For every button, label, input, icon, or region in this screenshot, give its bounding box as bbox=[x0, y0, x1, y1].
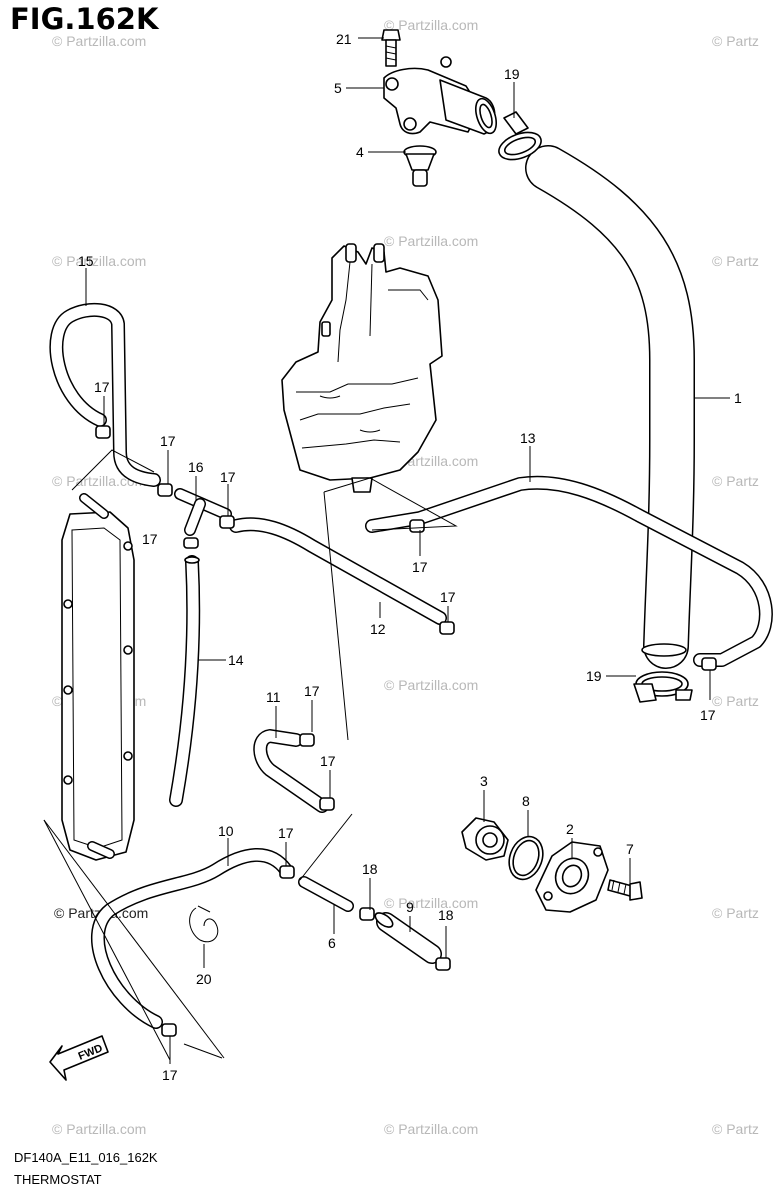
part-8-o-ring[interactable] bbox=[503, 832, 548, 884]
callout-17[interactable]: 17 bbox=[412, 559, 428, 575]
watermark: © Partzilla.com bbox=[384, 1121, 478, 1137]
part-18-clamp[interactable] bbox=[435, 957, 451, 971]
part-17-clamp[interactable] bbox=[299, 733, 315, 747]
part-20-clip[interactable] bbox=[189, 905, 219, 943]
part-9-hose[interactable] bbox=[373, 910, 442, 964]
watermark: © Partzilla.com bbox=[384, 233, 478, 249]
part-17-clamp[interactable] bbox=[219, 515, 235, 529]
part-17-clamp[interactable] bbox=[439, 621, 455, 635]
callout-11[interactable]: 11 bbox=[266, 689, 281, 705]
watermark: © Partzilla.com bbox=[384, 677, 478, 693]
figure-title: FIG.162K bbox=[10, 2, 159, 36]
callout-17[interactable]: 17 bbox=[160, 433, 176, 449]
part-16-t-joint[interactable] bbox=[174, 488, 232, 536]
part-17-clamp[interactable] bbox=[279, 865, 295, 879]
cylinder-cover-plate bbox=[61, 493, 135, 861]
part-19-hose-clamp-upper[interactable] bbox=[495, 111, 545, 165]
watermark-layer: © Partzilla.com © Partzilla.com © Partz … bbox=[52, 17, 759, 1137]
callout-3[interactable]: 3 bbox=[480, 773, 488, 789]
callout-10[interactable]: 10 bbox=[218, 823, 234, 839]
callout-18[interactable]: 18 bbox=[438, 907, 454, 923]
part-17-clamp[interactable] bbox=[701, 657, 717, 671]
callout-17[interactable]: 17 bbox=[320, 753, 336, 769]
part-21-bolt[interactable] bbox=[381, 29, 401, 67]
part-19-hose-clamp-lower[interactable] bbox=[633, 671, 693, 703]
part-11-hose[interactable] bbox=[253, 729, 329, 813]
part-7-bolt[interactable] bbox=[607, 879, 643, 901]
fwd-arrow-icon: FWD bbox=[49, 1035, 109, 1081]
part-4-thermostat[interactable] bbox=[403, 145, 437, 187]
callout-13[interactable]: 13 bbox=[520, 430, 536, 446]
guide-lines bbox=[43, 449, 458, 1061]
part-17-clamp[interactable] bbox=[95, 425, 111, 439]
callout-4[interactable]: 4 bbox=[356, 144, 364, 160]
part-17-clamp[interactable] bbox=[409, 519, 425, 533]
leader-lines bbox=[85, 37, 730, 1064]
watermark: © Partzilla.com bbox=[384, 17, 478, 33]
callout-17[interactable]: 17 bbox=[440, 589, 456, 605]
part-1-water-hose[interactable] bbox=[525, 145, 695, 669]
part-17-clamp[interactable] bbox=[183, 537, 199, 549]
callout-6[interactable]: 6 bbox=[328, 935, 336, 951]
part-3-plug[interactable] bbox=[461, 817, 509, 861]
part-17-clamp[interactable] bbox=[161, 1023, 177, 1037]
part-12-hose[interactable] bbox=[229, 517, 447, 625]
part-5-thermostat-cover[interactable] bbox=[383, 56, 500, 136]
callout-8[interactable]: 8 bbox=[522, 793, 530, 809]
watermark: © Partz bbox=[712, 693, 759, 709]
callouts: 21 5 19 4 1 15 17 17 16 17 13 17 17 17 1… bbox=[78, 31, 742, 1083]
watermark: © Partz bbox=[712, 1121, 759, 1137]
callout-20[interactable]: 20 bbox=[196, 971, 212, 987]
watermark: © Partzilla.com bbox=[52, 33, 146, 49]
callout-17[interactable]: 17 bbox=[700, 707, 716, 723]
engine-block bbox=[281, 243, 443, 493]
callout-14[interactable]: 14 bbox=[228, 652, 244, 668]
part-17-clamp[interactable] bbox=[157, 483, 173, 497]
watermark: © Partz bbox=[712, 253, 759, 269]
callout-17[interactable]: 17 bbox=[142, 531, 158, 547]
callout-18[interactable]: 18 bbox=[362, 861, 378, 877]
part-2-cover[interactable] bbox=[535, 841, 609, 913]
diagram-name: THERMOSTAT bbox=[14, 1172, 102, 1187]
part-6-joint[interactable] bbox=[298, 876, 354, 912]
callout-17[interactable]: 17 bbox=[220, 469, 236, 485]
part-18-clamp[interactable] bbox=[359, 907, 375, 921]
watermark: © Partzilla.com bbox=[52, 253, 146, 269]
diagram-code: DF140A_E11_016_162K bbox=[14, 1150, 158, 1165]
watermark: © Partzilla.com bbox=[52, 1121, 146, 1137]
watermark: © Partz bbox=[712, 33, 759, 49]
callout-7[interactable]: 7 bbox=[626, 841, 634, 857]
part-17-clamp[interactable] bbox=[319, 797, 335, 811]
callout-19[interactable]: 19 bbox=[504, 66, 520, 82]
callout-12[interactable]: 12 bbox=[370, 621, 386, 637]
part-15-hose[interactable] bbox=[49, 302, 161, 487]
watermark: © Partzilla.com bbox=[384, 895, 478, 911]
callout-17[interactable]: 17 bbox=[94, 379, 110, 395]
callout-15[interactable]: 15 bbox=[78, 253, 94, 269]
callout-17[interactable]: 17 bbox=[304, 683, 320, 699]
callout-2[interactable]: 2 bbox=[566, 821, 574, 837]
callout-1[interactable]: 1 bbox=[734, 390, 742, 406]
callout-16[interactable]: 16 bbox=[188, 459, 204, 475]
callout-5[interactable]: 5 bbox=[334, 80, 342, 96]
part-14-hose[interactable] bbox=[169, 555, 201, 807]
part-13-hose[interactable] bbox=[365, 475, 773, 667]
watermark: © Partz bbox=[712, 473, 759, 489]
callout-21[interactable]: 21 bbox=[336, 31, 352, 47]
callout-19[interactable]: 19 bbox=[586, 668, 602, 684]
callout-17[interactable]: 17 bbox=[278, 825, 294, 841]
watermark: © Partz bbox=[712, 905, 759, 921]
part-10-hose[interactable] bbox=[91, 848, 293, 1029]
callout-9[interactable]: 9 bbox=[406, 899, 414, 915]
callout-17[interactable]: 17 bbox=[162, 1067, 178, 1083]
watermark: © Partzilla.com bbox=[52, 473, 146, 489]
